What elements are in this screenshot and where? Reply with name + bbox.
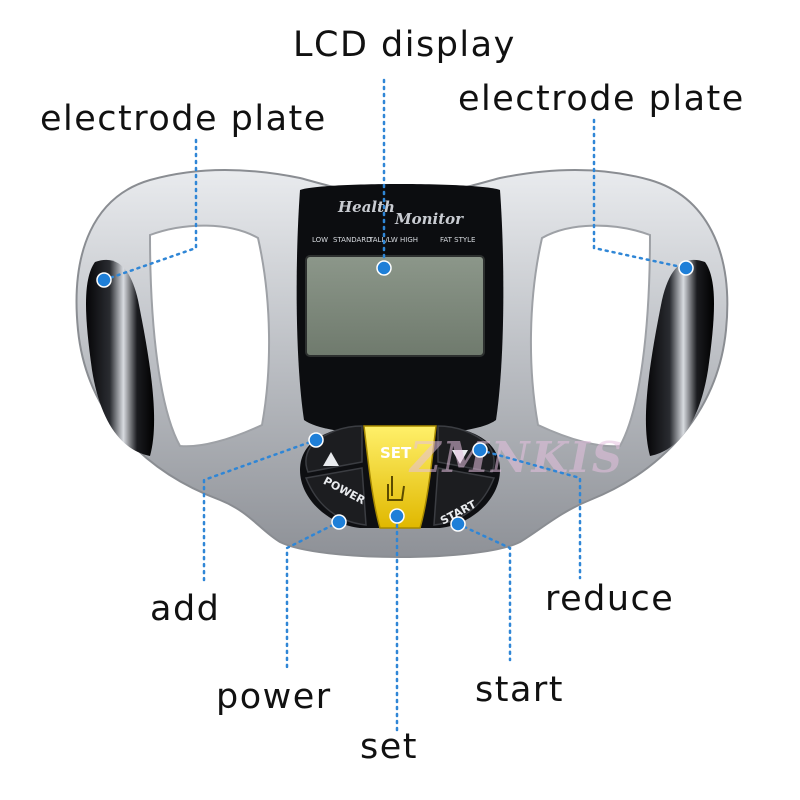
watermark: ZMNKIS: [408, 433, 624, 482]
right-electrode-plate: [645, 259, 714, 456]
device-body: [75, 169, 729, 558]
dot-power: [331, 514, 347, 530]
scale-low-label: LOW: [312, 236, 328, 244]
scale-high-label: HIGH: [400, 236, 418, 244]
scale-labels: LOW STANDARD TALL/LW HIGH FAT STYLE: [312, 236, 475, 244]
leader-reduce: [478, 448, 582, 580]
label-reduce: reduce: [545, 579, 675, 619]
leader-electrode-left: [102, 138, 198, 282]
dot-electrode-left: [96, 272, 112, 288]
label-electrode-plate-left: electrode plate: [40, 99, 327, 139]
dot-start: [450, 516, 466, 532]
brand-line-2: Monitor: [394, 210, 464, 228]
triangle-down-icon: [452, 450, 468, 464]
scale-standard-label: STANDARD: [333, 236, 372, 244]
hand-icon: [387, 476, 405, 501]
start-button[interactable]: START: [433, 467, 496, 527]
label-set: set: [360, 727, 418, 767]
set-button[interactable]: SET: [363, 425, 437, 529]
brand-line-1: Health: [337, 198, 395, 216]
power-button[interactable]: POWER: [304, 467, 368, 526]
right-handle-opening: [529, 224, 652, 448]
up-button[interactable]: [305, 425, 363, 473]
dot-reduce: [472, 442, 488, 458]
fat-style-label: FAT STYLE: [440, 236, 475, 244]
set-button-label: SET: [380, 444, 412, 462]
lcd-screen: [305, 255, 485, 357]
left-electrode-plate: [86, 259, 155, 456]
dot-electrode-right: [678, 260, 694, 276]
leader-electrode-right: [592, 118, 688, 270]
leader-lines: [102, 78, 688, 732]
label-lcd-display: LCD display: [293, 25, 516, 65]
callout-dots: [96, 260, 694, 532]
label-electrode-plate-right: electrode plate: [458, 79, 745, 119]
scale-bar: [308, 233, 480, 245]
dot-add: [308, 432, 324, 448]
down-button[interactable]: [437, 425, 495, 473]
label-add: add: [150, 589, 221, 629]
leader-start: [456, 522, 512, 662]
dot-lcd: [376, 260, 392, 276]
label-power: power: [216, 677, 332, 717]
scale-tall-label: TALL/LW: [368, 236, 398, 244]
label-start: start: [475, 670, 565, 710]
leader-add: [202, 438, 318, 582]
leader-power: [285, 520, 341, 670]
dot-set: [389, 508, 405, 524]
left-handle-opening: [148, 224, 271, 448]
triangle-up-icon: [323, 452, 339, 466]
